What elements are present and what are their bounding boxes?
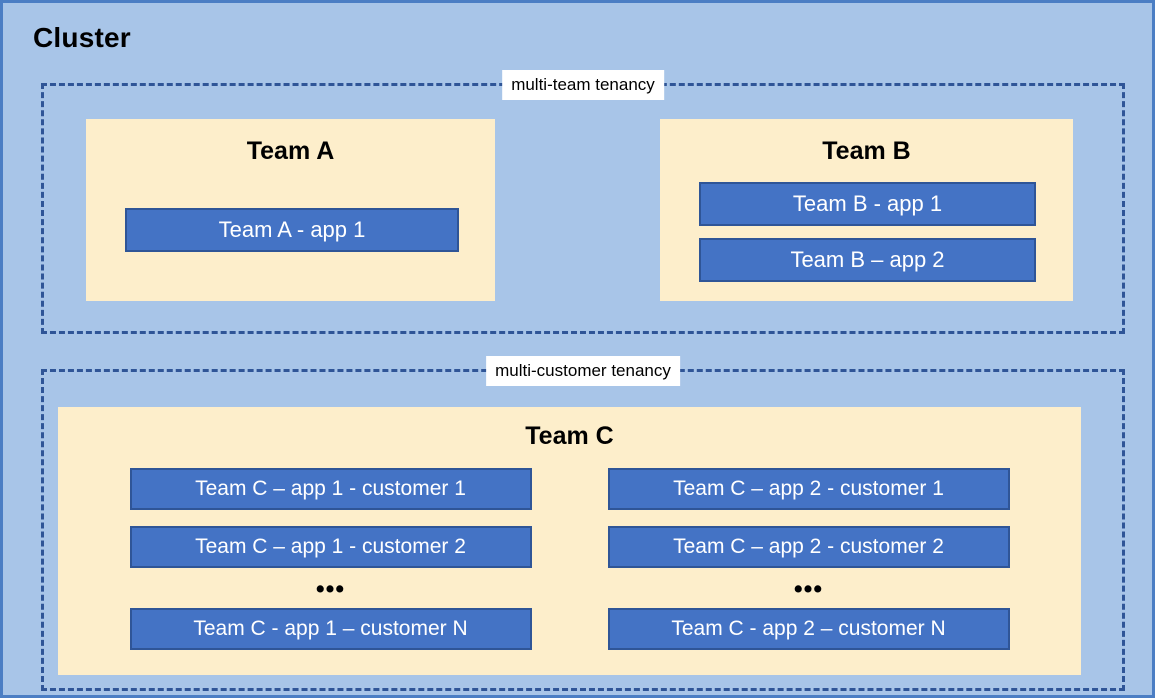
app-box-team-c-app-2-customer-n[interactable]: Team C - app 2 – customer N — [607, 608, 1010, 650]
team-panel-team-a: Team A Team A - app 1 — [86, 119, 495, 301]
app-box-team-c-app-1-customer-1[interactable]: Team C – app 1 - customer 1 — [129, 468, 532, 510]
team-c-app-2-ellipsis: ••• — [793, 575, 824, 603]
team-panel-team-b: Team B Team B - app 1 Team B – app 2 — [660, 119, 1073, 301]
team-c-heading: Team C — [525, 422, 614, 450]
app-box-team-c-app-2-customer-2[interactable]: Team C – app 2 - customer 2 — [607, 526, 1010, 568]
app-box-team-a-app-1[interactable]: Team A - app 1 — [125, 208, 459, 252]
team-c-app-1-column: Team C – app 1 - customer 1 Team C – app… — [129, 468, 532, 650]
app-box-team-c-app-1-customer-n[interactable]: Team C - app 1 – customer N — [129, 608, 532, 650]
app-box-team-b-app-2[interactable]: Team B – app 2 — [699, 238, 1036, 282]
tenancy-zone-multi-customer: multi-customer tenancy — [41, 356, 1125, 691]
team-a-app-list: Team A - app 1 — [125, 208, 459, 252]
team-c-app-2-column: Team C – app 2 - customer 1 Team C – app… — [607, 468, 1010, 650]
cluster-title: Cluster — [33, 22, 131, 53]
tenancy-zone-multi-team-label: multi-team tenancy — [502, 70, 664, 100]
team-b-heading: Team B — [822, 137, 911, 165]
app-box-team-c-app-1-customer-2[interactable]: Team C – app 1 - customer 2 — [129, 526, 532, 568]
tenancy-zone-multi-team: multi-team tenancy — [41, 70, 1125, 334]
app-box-team-b-app-1[interactable]: Team B - app 1 — [699, 182, 1036, 226]
app-box-team-c-app-2-customer-1[interactable]: Team C – app 2 - customer 1 — [607, 468, 1010, 510]
team-c-app-1-ellipsis: ••• — [315, 575, 346, 603]
team-a-heading: Team A — [246, 137, 335, 165]
tenancy-zone-multi-customer-label: multi-customer tenancy — [486, 356, 680, 386]
team-panel-team-c: Team C Team C – app 1 - customer 1 Team … — [58, 407, 1081, 675]
team-c-app-columns: Team C – app 1 - customer 1 Team C – app… — [59, 468, 1080, 650]
team-b-app-list: Team B - app 1 Team B – app 2 — [699, 182, 1036, 282]
